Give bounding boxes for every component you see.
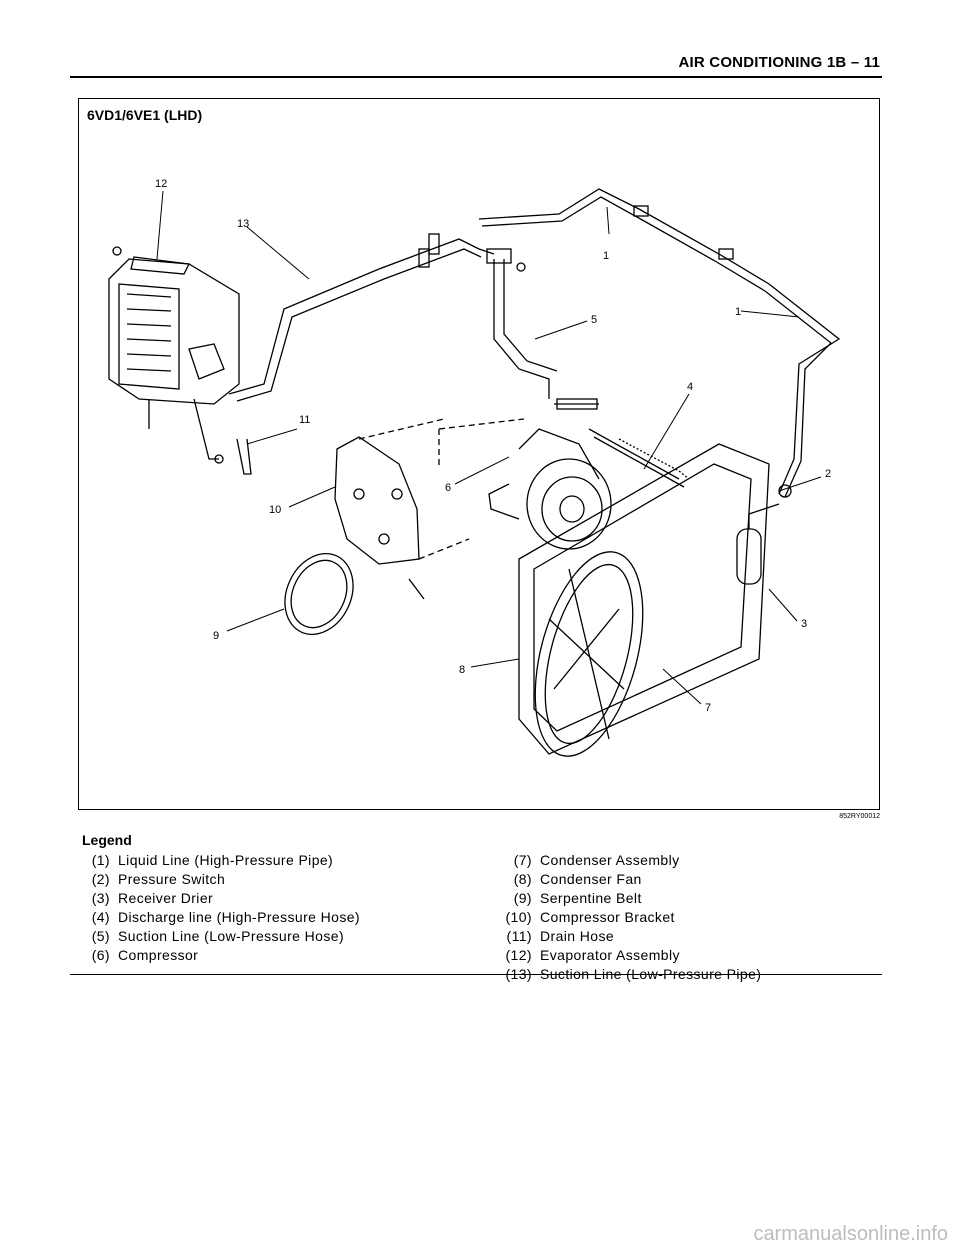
liquid-line-drawing [418,188,841,498]
legend-number: (6) [91,947,110,963]
callout-7: 7 [705,702,711,714]
legend-item: (5) Suction Line (Low-Pressure Hose) [78,928,360,947]
legend-heading: Legend [82,832,132,848]
line-art [108,188,841,757]
legend-item: (4) Discharge line (High-Pressure Hose) [78,909,360,928]
callout-4: 4 [687,381,693,393]
callout-2: 2 [825,468,831,480]
legend-item: (1) Liquid Line (High-Pressure Pipe) [78,852,360,871]
legend-item: (10) Compressor Bracket [488,909,761,928]
legend-item: (8) Condenser Fan [488,871,761,890]
callout-9: 9 [213,630,219,642]
legend-label: Compressor [118,947,199,963]
figure-id: 852RY00012 [839,813,880,820]
figure-title: 6VD1/6VE1 (LHD) [87,107,203,123]
legend-number: (4) [91,909,110,925]
legend-label: Receiver Drier [118,890,214,906]
legend-label: Liquid Line (High-Pressure Pipe) [118,852,334,868]
legend-number: (5) [91,928,110,944]
legend-number: (11) [506,928,532,944]
page-title: AIR CONDITIONING 1B – 11 [678,54,880,71]
belt-drawing [284,552,354,636]
bracket-drawing [334,418,470,600]
ac-component-drawing: 12 13 1 1 5 4 11 6 2 10 3 9 8 7 [108,178,841,757]
legend-number: (10) [505,909,532,925]
legend-label: Serpentine Belt [540,890,642,906]
legend-item: (6) Compressor [78,947,360,966]
callout-labels: 12 13 1 1 5 4 11 6 2 10 3 9 8 7 [155,178,831,714]
receiver-drier-drawing [736,484,792,585]
legend-item: (3) Receiver Drier [78,890,360,909]
legend-label: Pressure Switch [118,871,226,887]
legend-label: Compressor Bracket [540,909,675,925]
suction-hose-drawing [486,248,558,399]
legend-item: (11) Drain Hose [488,928,761,947]
legend-number: (3) [91,890,110,906]
legend-number: (13) [505,966,532,982]
legend-number: (7) [513,852,532,868]
discharge-hose-drawing [554,398,690,488]
legend-item: (12) Evaporator Assembly [488,947,761,966]
legend-column-right: (7) Condenser Assembly (8) Condenser Fan (… [488,852,761,985]
legend-item: (7) Condenser Assembly [488,852,761,871]
legend-number: (12) [505,947,532,963]
drain-hose-drawing [236,438,252,475]
legend-label: Suction Line (Low-Pressure Hose) [118,928,345,944]
evaporator-drawing [108,246,240,464]
leader-lines [156,190,822,705]
legend-item: (13) Suction Line (Low-Pressure Pipe) [488,966,761,985]
diagram-figure: 6VD1/6VE1 (LHD) [78,98,880,810]
legend-number: (8) [513,871,532,887]
callout-12: 12 [155,178,167,190]
watermark: carmanualsonline.info [753,1223,948,1245]
legend-item: (2) Pressure Switch [78,871,360,890]
callout-1b: 1 [735,306,741,318]
page-header: AIR CONDITIONING 1B – 11 [70,52,882,78]
compressor-drawing [488,428,612,550]
suction-pipe-drawing [228,233,495,402]
callout-11: 11 [299,414,310,426]
legend-label: Discharge line (High-Pressure Hose) [118,909,360,925]
legend-item: (9) Serpentine Belt [488,890,761,909]
callout-3: 3 [801,618,807,630]
legend-label: Condenser Fan [540,871,642,887]
condenser-drawing [518,443,770,757]
callout-10: 10 [269,504,281,516]
callout-8: 8 [459,664,465,676]
legend-column-left: (1) Liquid Line (High-Pressure Pipe) (2) P… [78,852,360,966]
legend-label: Drain Hose [540,928,615,944]
legend-label: Condenser Assembly [540,852,680,868]
legend-number: (1) [91,852,110,868]
legend-label: Suction Line (Low-Pressure Pipe) [540,966,762,982]
callout-6: 6 [445,482,451,494]
reference-dash [438,418,525,469]
legend-number: (9) [513,890,532,906]
legend-label: Evaporator Assembly [540,947,680,963]
legend: Legend (1) Liquid Line (High-Pressure Pip… [70,832,882,982]
callout-5: 5 [591,314,597,326]
callout-13: 13 [237,218,249,230]
legend-number: (2) [91,871,110,887]
callout-1a: 1 [603,250,609,262]
